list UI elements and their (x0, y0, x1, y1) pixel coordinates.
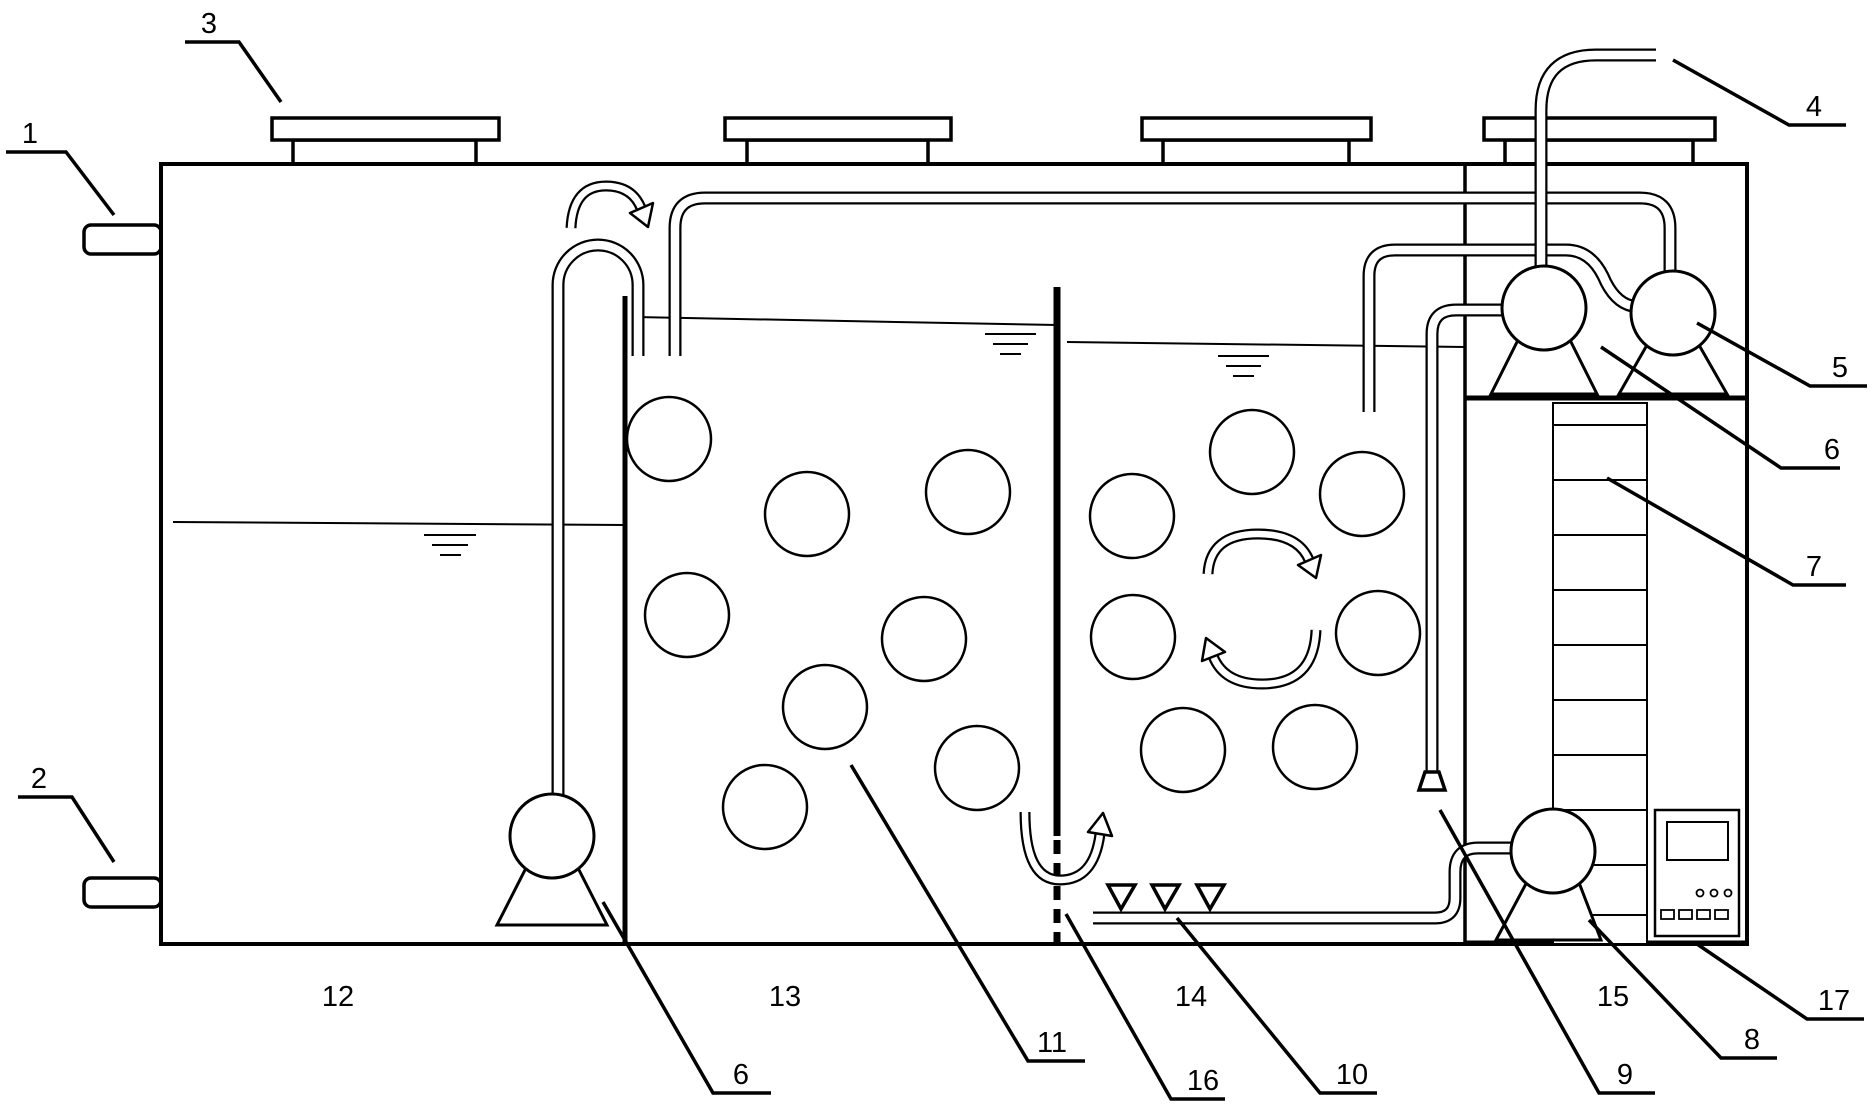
label-nozzle: 9 (1617, 1059, 1633, 1091)
label-pump-5: 5 (1832, 352, 1848, 384)
leader-line (601, 901, 771, 1095)
carrier (1139, 706, 1227, 794)
carrier (1208, 408, 1296, 496)
leader-lines (6, 40, 1867, 1101)
inlet-pipe-lower (82, 876, 163, 909)
carrier (625, 395, 713, 483)
leader-line (1175, 916, 1377, 1095)
carrier (721, 763, 809, 851)
pump-upper-left (1488, 264, 1600, 396)
flow-arrow-overflow (565, 180, 655, 229)
label-chamber-15: 15 (1597, 981, 1629, 1013)
label-pump-6-upper: 6 (1824, 434, 1840, 466)
leader-line (6, 150, 116, 217)
pipes (551, 48, 1677, 925)
cover-lid (723, 116, 953, 142)
control-knob (1695, 888, 1705, 898)
water-levels (172, 316, 1466, 556)
label-chamber-13: 13 (769, 981, 801, 1013)
leader-line (1064, 913, 1225, 1101)
carrier (1271, 703, 1359, 791)
carrier (880, 595, 968, 683)
label-chamber-14: 14 (1175, 981, 1207, 1013)
cover-lid (1161, 138, 1351, 166)
label-pump-6-lower: 6 (733, 1059, 749, 1091)
label-chamber-12: 12 (322, 981, 354, 1013)
carrier (781, 663, 869, 751)
carrier (643, 571, 731, 659)
leader-line (849, 764, 1085, 1063)
control-button (1678, 909, 1693, 920)
reference-labels: 1 2 3 4 5 6 7 8 17 9 10 16 11 6 12 13 14… (22, 8, 1850, 1097)
leader-line (1696, 321, 1867, 388)
water-line-14 (1066, 341, 1466, 348)
cover-lid (1140, 116, 1373, 142)
water-line-12 (172, 521, 626, 526)
control-knob (1709, 888, 1719, 898)
label-inlet-upper: 1 (22, 118, 38, 150)
label-inlet-lower: 2 (31, 763, 47, 795)
cover-lid (270, 116, 501, 142)
leader-line (1587, 918, 1777, 1060)
leader-line (18, 795, 116, 863)
carrier (1089, 593, 1177, 681)
label-outlet-pipe: 4 (1806, 91, 1822, 123)
label-partition: 16 (1187, 1065, 1219, 1097)
cover-lid (291, 138, 478, 166)
flow-arrow-circulation-top (1202, 528, 1323, 580)
aerator-heads (1105, 883, 1228, 913)
control-knob (1723, 888, 1733, 898)
leader-line (1438, 809, 1655, 1095)
aerator-head (1194, 883, 1228, 913)
pump-upper-right (1616, 269, 1730, 396)
carrier (1334, 589, 1422, 677)
label-cover: 3 (201, 8, 217, 40)
cover-lid (1503, 138, 1695, 166)
label-carrier: 11 (1037, 1027, 1067, 1059)
label-aerator: 10 (1336, 1059, 1368, 1091)
lift-pump (494, 792, 610, 927)
control-button (1714, 909, 1729, 920)
leader-line (1696, 942, 1864, 1021)
label-column: 7 (1806, 551, 1822, 583)
tank-body (159, 162, 1749, 946)
control-screen (1666, 821, 1729, 861)
flow-arrow-circulation-bottom (1200, 629, 1322, 690)
flow-arrow-underflow (1019, 811, 1114, 886)
suspended-carriers (625, 395, 1422, 851)
control-button (1696, 909, 1711, 920)
cover-lids (270, 116, 1717, 166)
label-pump-8: 8 (1744, 1024, 1760, 1056)
leader-line (1606, 476, 1846, 587)
inlet-pipe-upper (82, 223, 163, 256)
leader-line (1672, 58, 1846, 127)
jet-nozzle (1416, 770, 1448, 792)
carrier (933, 724, 1021, 812)
leader-line (185, 40, 283, 104)
aerator-head (1149, 883, 1183, 913)
label-control-box: 17 (1818, 985, 1850, 1017)
carrier (763, 470, 851, 558)
control-box (1653, 808, 1741, 938)
control-button (1660, 909, 1675, 920)
carrier (924, 448, 1012, 536)
cover-lid (745, 138, 930, 166)
leader-line (1600, 345, 1840, 470)
nozzle-feed-pipe (1425, 303, 1503, 772)
carrier (1088, 472, 1176, 560)
cover-lid (1482, 116, 1717, 142)
aerator-head (1105, 883, 1139, 913)
carrier (1318, 450, 1406, 538)
water-line-13 (632, 316, 1058, 326)
pump-lower (1493, 807, 1604, 942)
